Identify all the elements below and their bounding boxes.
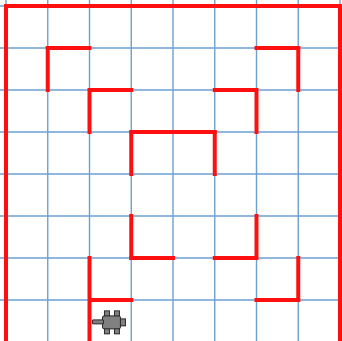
robot-sprite <box>92 311 125 334</box>
robot-part <box>120 319 125 326</box>
robot-part <box>102 316 120 329</box>
robot-icon <box>92 311 125 334</box>
robot-part <box>104 311 109 316</box>
robot-part <box>104 329 109 334</box>
robot-part <box>114 311 119 316</box>
robot-part <box>92 320 103 324</box>
robot-part <box>114 329 119 334</box>
